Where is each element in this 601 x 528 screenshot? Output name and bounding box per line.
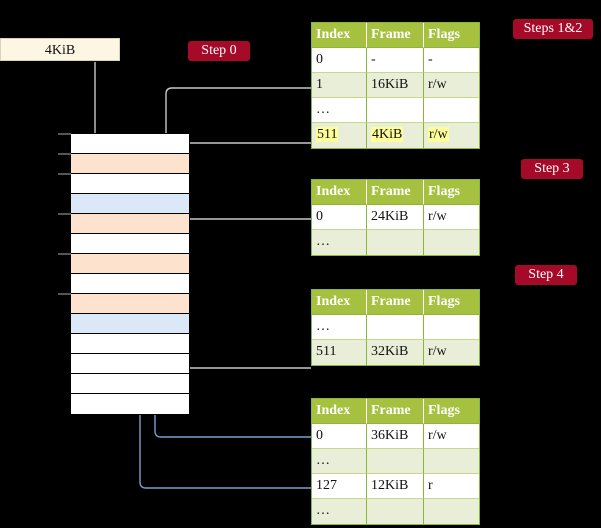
cell-index: … [312, 499, 367, 524]
cell-frame: 32KiB [367, 340, 424, 365]
cell-flags [424, 499, 479, 524]
cell-index: 0 [312, 205, 367, 230]
cell-frame [367, 230, 424, 255]
memory-row [71, 394, 189, 414]
memory-row [71, 334, 189, 354]
cell-index: … [312, 449, 367, 474]
memory-tick [58, 293, 71, 295]
memory-row [71, 254, 189, 274]
cell-index: 1 [312, 73, 367, 98]
memory-tick [58, 213, 71, 215]
cell-frame [367, 98, 424, 123]
memory-row [71, 214, 189, 234]
cell-index: … [312, 315, 367, 340]
memory-row [71, 234, 189, 254]
column-header-flags: Flags [424, 180, 479, 205]
cell-flags: r/w [424, 424, 479, 449]
wire-step4 [174, 319, 311, 369]
cell-index: 511 [312, 123, 367, 148]
cell-index: … [312, 230, 367, 255]
table-row[interactable]: … [312, 499, 479, 524]
column-header-frame: Frame [367, 23, 424, 48]
table-row[interactable]: … [312, 315, 479, 340]
cell-frame [367, 315, 424, 340]
cell-flags: r/w [424, 73, 479, 98]
cell-index: 0 [312, 424, 367, 449]
cell-flags [424, 230, 479, 255]
memory-row [71, 354, 189, 374]
table-row[interactable]: … [312, 449, 479, 474]
table-row[interactable]: … [312, 230, 479, 255]
cell-index: 511 [312, 340, 367, 365]
cell-flags [424, 98, 479, 123]
column-header-flags: Flags [424, 23, 479, 48]
cell-frame: - [367, 48, 424, 73]
memory-row [71, 374, 189, 394]
column-header-index: Index [312, 290, 367, 315]
cell-flags: r/w [424, 123, 479, 148]
memory-row [71, 294, 189, 314]
badge-steps12: Steps 1&2 [513, 19, 593, 39]
column-header-flags: Flags [424, 399, 479, 424]
memory-row [71, 194, 189, 214]
cell-frame: 12KiB [367, 474, 424, 499]
memory-row [71, 174, 189, 194]
cell-flags: r/w [424, 205, 479, 230]
memory-row [71, 274, 189, 294]
cell-flags: - [424, 48, 479, 73]
column-header-flags: Flags [424, 290, 479, 315]
highlighted-value: 511 [316, 127, 339, 142]
wire-step3 [171, 218, 311, 275]
cell-flags: r [424, 474, 479, 499]
highlighted-value: r/w [428, 127, 449, 142]
physical-memory-column [70, 133, 190, 415]
memory-tick [58, 173, 71, 175]
column-header-index: Index [312, 180, 367, 205]
cell-frame: 4KiB [367, 123, 424, 148]
highlighted-value: 4KiB [371, 127, 404, 142]
memory-tick [58, 133, 71, 135]
source-frame-box: 4KiB [0, 38, 120, 61]
cell-flags [424, 449, 479, 474]
memory-tick [58, 153, 71, 155]
memory-row [71, 314, 189, 334]
cell-frame: 24KiB [367, 205, 424, 230]
cell-flags: r/w [424, 340, 479, 365]
cell-index: 0 [312, 48, 367, 73]
column-header-frame: Frame [367, 290, 424, 315]
table-row[interactable]: … [312, 98, 479, 123]
cell-index: 127 [312, 474, 367, 499]
column-header-frame: Frame [367, 180, 424, 205]
badge-step3: Step 3 [521, 159, 583, 179]
memory-tick [58, 253, 71, 255]
cell-frame: 36KiB [367, 424, 424, 449]
column-header-frame: Frame [367, 399, 424, 424]
column-header-index: Index [312, 23, 367, 48]
table-row[interactable]: 511 4KiB r/w [312, 123, 479, 148]
memory-row [71, 134, 189, 154]
cell-frame [367, 499, 424, 524]
badge-step0: Step 0 [188, 41, 250, 61]
memory-row [71, 154, 189, 174]
cell-frame: 16KiB [367, 73, 424, 98]
table-row[interactable]: 0-- [312, 48, 479, 73]
cell-index: … [312, 98, 367, 123]
cell-frame [367, 449, 424, 474]
badge-step4: Step 4 [515, 265, 577, 285]
column-header-index: Index [312, 399, 367, 424]
cell-flags [424, 315, 479, 340]
